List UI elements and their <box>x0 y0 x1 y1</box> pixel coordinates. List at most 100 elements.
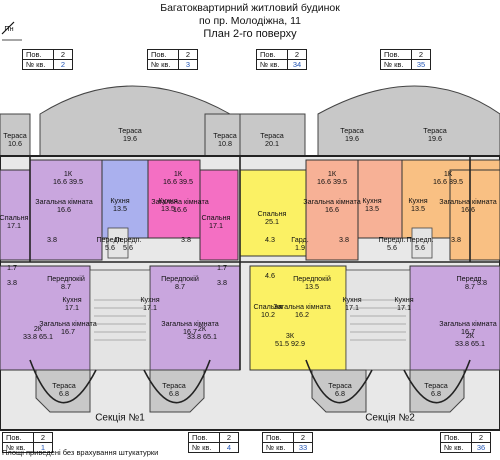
room-name: Тераса <box>162 381 186 390</box>
room-label: Передп.5.6 <box>114 236 141 252</box>
apt-number: 33 <box>293 442 313 453</box>
floor-value: 2 <box>411 49 431 60</box>
floor-value: 2 <box>287 49 307 60</box>
room-name: Загальна кімната <box>439 319 497 328</box>
floor-value: 2 <box>178 49 198 60</box>
room-label: 1.7 <box>217 264 227 272</box>
room-area: 17.1 <box>345 303 359 312</box>
room-name: Тераса <box>213 131 237 140</box>
room-name: 3К <box>285 331 295 340</box>
section-label-2: Секція №2 <box>365 412 415 424</box>
room-area: 5.6 <box>105 243 115 252</box>
room-area: 1.9 <box>294 243 305 252</box>
room-area: 16.6 <box>173 205 187 214</box>
room-name: Кухня <box>342 295 362 304</box>
floor-label: Пов. <box>22 49 54 60</box>
room-label: 4.3 <box>265 236 275 244</box>
room-area: 16.6 39.5 <box>163 177 193 186</box>
floor-value: 2 <box>33 432 53 443</box>
section-label-1: Секція №1 <box>95 412 145 424</box>
floor-label: Пов. <box>188 432 220 443</box>
terrace-strip <box>0 85 500 157</box>
room-name: Тераса <box>260 131 284 140</box>
room-name: Передпокій <box>47 274 85 283</box>
room-area: 4.6 <box>265 271 275 280</box>
title-line-1: Багатоквартирний житловий будинок <box>160 2 340 14</box>
apt-label: № кв. <box>256 59 288 70</box>
room-area: 3.8 <box>181 235 191 244</box>
room-label: 3.8 <box>7 279 17 287</box>
room-area: 1.7 <box>7 263 17 272</box>
room-name: Тераса <box>424 381 448 390</box>
room-label: Передп.5.6 <box>406 236 433 252</box>
room-area: 17.1 <box>65 303 79 312</box>
room-area: 5.6 <box>415 243 425 252</box>
room-name: 1К <box>443 169 453 178</box>
floor-label: Пов. <box>256 49 288 60</box>
room-name: Передп. <box>114 235 142 244</box>
room-label: Передп.5.6 <box>378 236 405 252</box>
room-name: Загальна кімната <box>151 197 209 206</box>
room-name: Тераса <box>3 131 27 140</box>
apt-number: 1 <box>33 442 53 453</box>
floor-label: Пов. <box>147 49 179 60</box>
room-area: 6.8 <box>168 389 179 398</box>
room-area: 1.7 <box>217 263 227 272</box>
room-name: Кухня <box>140 295 160 304</box>
footnote: Площі приведені без врахування штукатурк… <box>2 448 159 457</box>
room-label: Передп.5.6 <box>96 236 123 252</box>
room-area: 6.8 <box>58 389 69 398</box>
room-area: 20.1 <box>264 139 279 148</box>
room-name: Передпокій <box>161 274 199 283</box>
room-name: Кухня <box>394 295 414 304</box>
room-name: Передп. <box>96 235 124 244</box>
room-area: 4.3 <box>265 235 275 244</box>
room-label: Гард.1.9 <box>291 236 309 252</box>
room-name: Загальна кімната <box>39 319 97 328</box>
room-area: 16.6 <box>325 205 339 214</box>
room-label: 1.7 <box>7 264 17 272</box>
apt-number: 36 <box>471 442 491 453</box>
apt-number: 4 <box>219 442 239 453</box>
room-area: 10.6 <box>7 139 22 148</box>
floor-label: Пов. <box>262 432 294 443</box>
room-name: Загальна кімната <box>303 197 361 206</box>
room-area: 13.5 <box>113 204 127 213</box>
room-name: Кухня <box>62 295 82 304</box>
room-area: 10.8 <box>217 139 232 148</box>
room-label: 3.8 <box>181 236 191 244</box>
room-area: 3.8 <box>451 235 461 244</box>
room-area: 19.6 <box>122 134 137 143</box>
floor-value: 2 <box>53 49 73 60</box>
room-label: 4.6 <box>265 272 275 280</box>
room-name: Загальна кімната <box>161 319 219 328</box>
bottom-terraces <box>35 369 465 413</box>
room-name: Спальня <box>201 213 231 222</box>
room-name: Спальня <box>257 209 287 218</box>
